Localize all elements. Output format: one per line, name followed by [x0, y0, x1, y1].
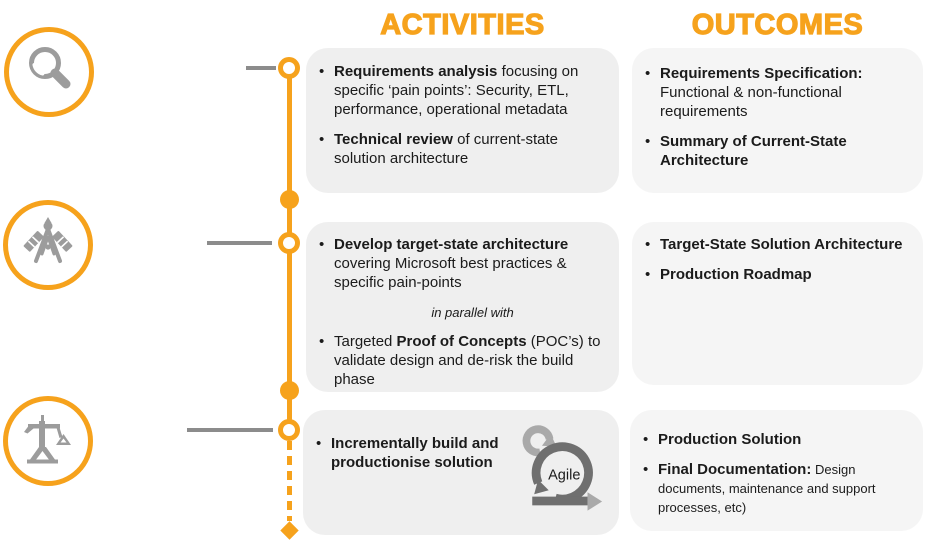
bullet-text: Production Roadmap — [660, 266, 812, 283]
bullet-item: Target-State Solution Architecture — [640, 235, 917, 254]
stage-badge-build — [3, 396, 93, 486]
bullet-text: Technical review of current-state soluti… — [334, 131, 558, 167]
timeline-dot-2 — [280, 381, 299, 400]
connector-line-3 — [187, 428, 273, 432]
activity-box-2: Develop target-state architecture coveri… — [306, 222, 619, 392]
construction-crane-icon — [20, 411, 76, 472]
magnifier-icon — [21, 42, 77, 103]
bullet-item: Incrementally build and productionise so… — [311, 434, 507, 472]
bullet-text: Incrementally build and productionise so… — [331, 435, 499, 471]
outcome-box-2: Target-State Solution Architecture Produ… — [632, 222, 923, 385]
bullet-text: Summary of Current-State Architecture — [660, 133, 847, 169]
outcomes-header: OUTCOMES — [691, 8, 864, 41]
timeline-dot-1 — [280, 190, 299, 209]
outcome-box-1: Requirements Specification: Functional &… — [632, 48, 923, 193]
bullet-item: Develop target-state architecture coveri… — [314, 235, 611, 292]
bullet-item: Requirements analysis focusing on specif… — [314, 62, 607, 119]
bullet-text: Requirements Specification: Functional &… — [660, 65, 863, 120]
activities-header: ACTIVITIES — [380, 8, 545, 41]
bullet-item: Summary of Current-State Architecture — [640, 132, 917, 170]
activity-box-1: Requirements analysis focusing on specif… — [306, 48, 619, 193]
activity-box-3: Incrementally build and productionise so… — [303, 410, 619, 535]
agile-label: Agile — [548, 468, 580, 484]
agile-loop-icon: Agile — [508, 419, 605, 517]
connector-line-2 — [207, 241, 272, 245]
bullet-item: Production Roadmap — [640, 265, 917, 284]
stage-badge-design — [3, 200, 93, 290]
timeline-end-diamond — [280, 521, 299, 540]
drafting-compass-icon — [20, 215, 76, 276]
timeline-node-2 — [278, 232, 300, 254]
outcome-box-3: Production Solution Final Documentation:… — [630, 410, 923, 531]
parallel-note: in parallel with — [431, 305, 514, 320]
bullet-text: Production Solution — [658, 431, 802, 448]
bullet-item: Final Documentation: Design documents, m… — [638, 460, 917, 517]
bullet-item: Targeted Proof of Concepts (POC’s) to va… — [314, 332, 611, 389]
bullet-text: Targeted Proof of Concepts (POC’s) to va… — [334, 333, 601, 388]
bullet-text: Requirements analysis focusing on specif… — [334, 63, 579, 118]
bullet-item: Production Solution — [638, 430, 917, 449]
timeline-node-1 — [278, 57, 300, 79]
bullet-text: Final Documentation: Design documents, m… — [658, 461, 876, 515]
bullet-text: Target-State Solution Architecture — [660, 236, 903, 253]
bullet-item: Requirements Specification: Functional &… — [640, 64, 917, 121]
timeline-dashed-line — [287, 441, 292, 521]
bullet-item: Technical review of current-state soluti… — [314, 130, 607, 168]
timeline-node-3 — [278, 419, 300, 441]
bullet-text: Develop target-state architecture coveri… — [334, 236, 569, 291]
stage-badge-discover — [4, 27, 94, 117]
connector-line-1 — [246, 66, 276, 70]
